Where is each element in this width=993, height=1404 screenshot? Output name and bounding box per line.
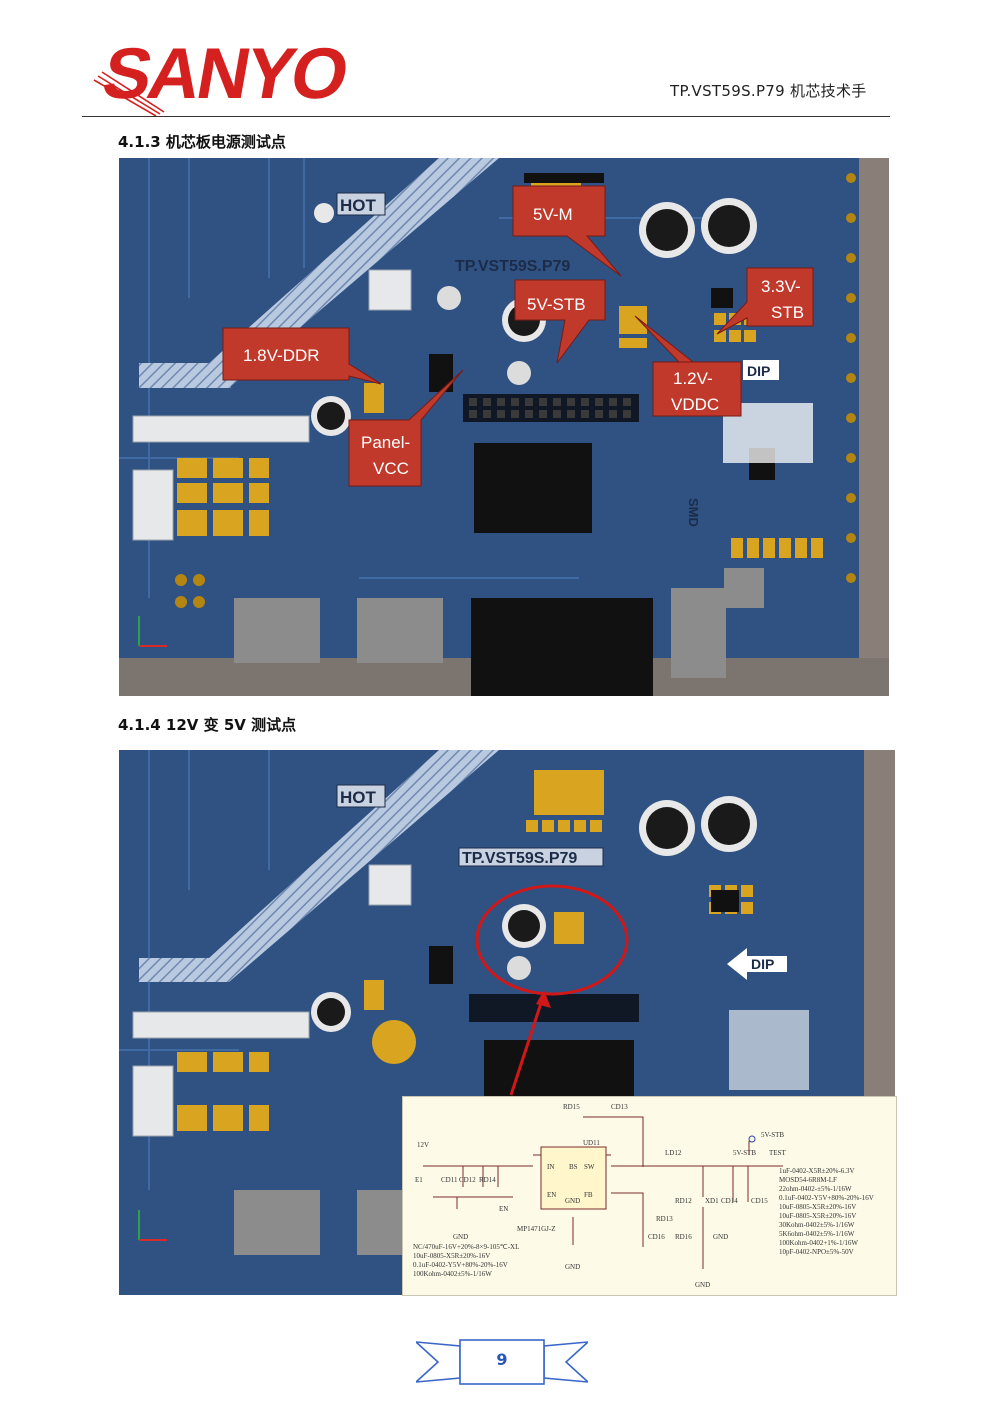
document-title: TP.VST59S.P79 机芯技术手 [670,82,867,100]
schem-rd12: RD12 [675,1197,692,1205]
schematic-inset: RD15 CD13 UD11 12V LD12 5V-STB 5V-STB TE… [402,1096,897,1296]
callout-3v3-stb: 3.3V- STB [716,267,814,335]
schem-pin-sw: SW [584,1163,595,1171]
svg-text:5V-STB: 5V-STB [527,295,586,314]
svg-text:VCC: VCC [373,459,409,478]
schem-e1: E1 [415,1176,423,1184]
pointer-line [509,993,546,1096]
schem-note-left-1: NC/470uF-16V+20%-8×9-105℃-XL [413,1243,519,1251]
schem-xd1: XD1 [705,1197,719,1205]
callout-1v8-ddr: 1.8V-DDR [222,327,382,385]
callout-panel-vcc: Panel- VCC [348,369,464,487]
schem-note-right-4: 0.1uF-0402-Y5V+80%-20%-16V [779,1194,874,1202]
section-heading-power-test-points: 4.1.3 机芯板电源测试点 [118,133,286,151]
schem-note-right-2: MOSD54-6R8M-LF [779,1176,837,1184]
schem-note-right-6: 10uF-0805-X5R±20%-16V [779,1212,856,1220]
schem-pin-in: IN [547,1163,554,1171]
schem-gnd-4: GND [695,1281,710,1289]
schem-note-left-2: 10uF-0805-X5R±20%-16V [413,1252,490,1260]
svg-text:1.8V-DDR: 1.8V-DDR [243,346,320,365]
header-divider [82,116,890,117]
schem-cd16: CD16 [648,1233,665,1241]
schem-chip: MP1471GJ-Z [517,1225,556,1233]
schem-ud11: UD11 [583,1139,600,1147]
schem-note-right-3: 22ohm-0402-±5%-1/16W [779,1185,852,1193]
svg-text:1.2V-: 1.2V- [673,369,713,388]
schem-note-right-8: 5K6ohm-0402±5%-1/16W [779,1230,855,1238]
schem-pin-bs: BS [569,1163,578,1171]
schem-gnd-2: GND [565,1263,580,1271]
silk-model: TP.VST59S.P79 [455,258,570,275]
schem-note-right-1: 1uF-0402-X5R±20%-6.3V [779,1167,855,1175]
svg-text:VDDC: VDDC [671,395,719,414]
logo-swoosh [93,71,165,117]
schem-cd13: CD13 [611,1103,628,1111]
schem-test: TEST [769,1149,786,1157]
schem-pin-gnd: GND [565,1197,580,1205]
silk-hot: HOT [340,196,377,215]
schem-rd13: RD13 [656,1215,673,1223]
page-number-badge [413,1336,591,1388]
sanyo-logo: SANYO [90,28,353,117]
schem-note-right-9: 100Kohm-0402+1%-1/16W [779,1239,858,1247]
svg-text:STB: STB [771,303,804,322]
schem-rd15: RD15 [563,1103,580,1111]
silk-dip: DIP [747,363,770,379]
silk-smd: SMD [686,498,701,527]
schem-pin-fb: FB [584,1191,593,1199]
silk-model-2: TP.VST59S.P79 [462,850,577,867]
callout-1v2-vddc: 1.2V- VDDC [634,315,742,417]
schem-cd12: CD12 [459,1176,476,1184]
schem-en-net: EN [499,1205,508,1213]
page-number: 9 [496,1350,508,1369]
section-heading-12v-to-5v: 4.1.4 12V 变 5V 测试点 [118,716,297,734]
callout-5v-stb: 5V-STB [514,279,606,364]
schem-note-right-7: 30Kohm-0402±5%-1/16W [779,1221,855,1229]
schem-rd16: RD16 [675,1233,692,1241]
schem-note-left-3: 0.1uF-0402-Y5V+80%-20%-16V [413,1261,508,1269]
schem-cd15: CD15 [751,1197,768,1205]
schem-note-left-4: 100Kohm-0402±5%-1/16W [413,1270,492,1278]
highlight-ellipse [475,884,629,996]
logo-lettering: SANYO [97,33,352,113]
schem-cd11: CD11 [441,1176,458,1184]
callout-5v-m: 5V-M [512,185,622,277]
silk-dip-2: DIP [751,956,774,972]
schem-gnd-1: GND [453,1233,468,1241]
schem-gnd-3: GND [713,1233,728,1241]
schem-rd14: RD14 [479,1176,496,1184]
schem-ld12: LD12 [665,1149,682,1157]
schem-12v: 12V [417,1141,429,1149]
schem-note-right-10: 10pF-0402-NPO±5%-50V [779,1248,854,1256]
svg-text:5V-M: 5V-M [533,205,573,224]
silk-hot-2: HOT [340,788,377,807]
schem-5v-stb-top: 5V-STB [761,1131,784,1139]
schem-5v-stb: 5V-STB [733,1149,756,1157]
svg-text:3.3V-: 3.3V- [761,277,801,296]
svg-text:Panel-: Panel- [361,433,410,452]
schem-note-right-5: 10uF-0805-X5R±20%-16V [779,1203,856,1211]
schem-pin-en: EN [547,1191,556,1199]
board-photo-power-test-points: HOT TP.VST59S.P79 DIP SMD 5V-M 5V-STB 3.… [119,158,889,696]
schem-cd14: CD14 [721,1197,738,1205]
